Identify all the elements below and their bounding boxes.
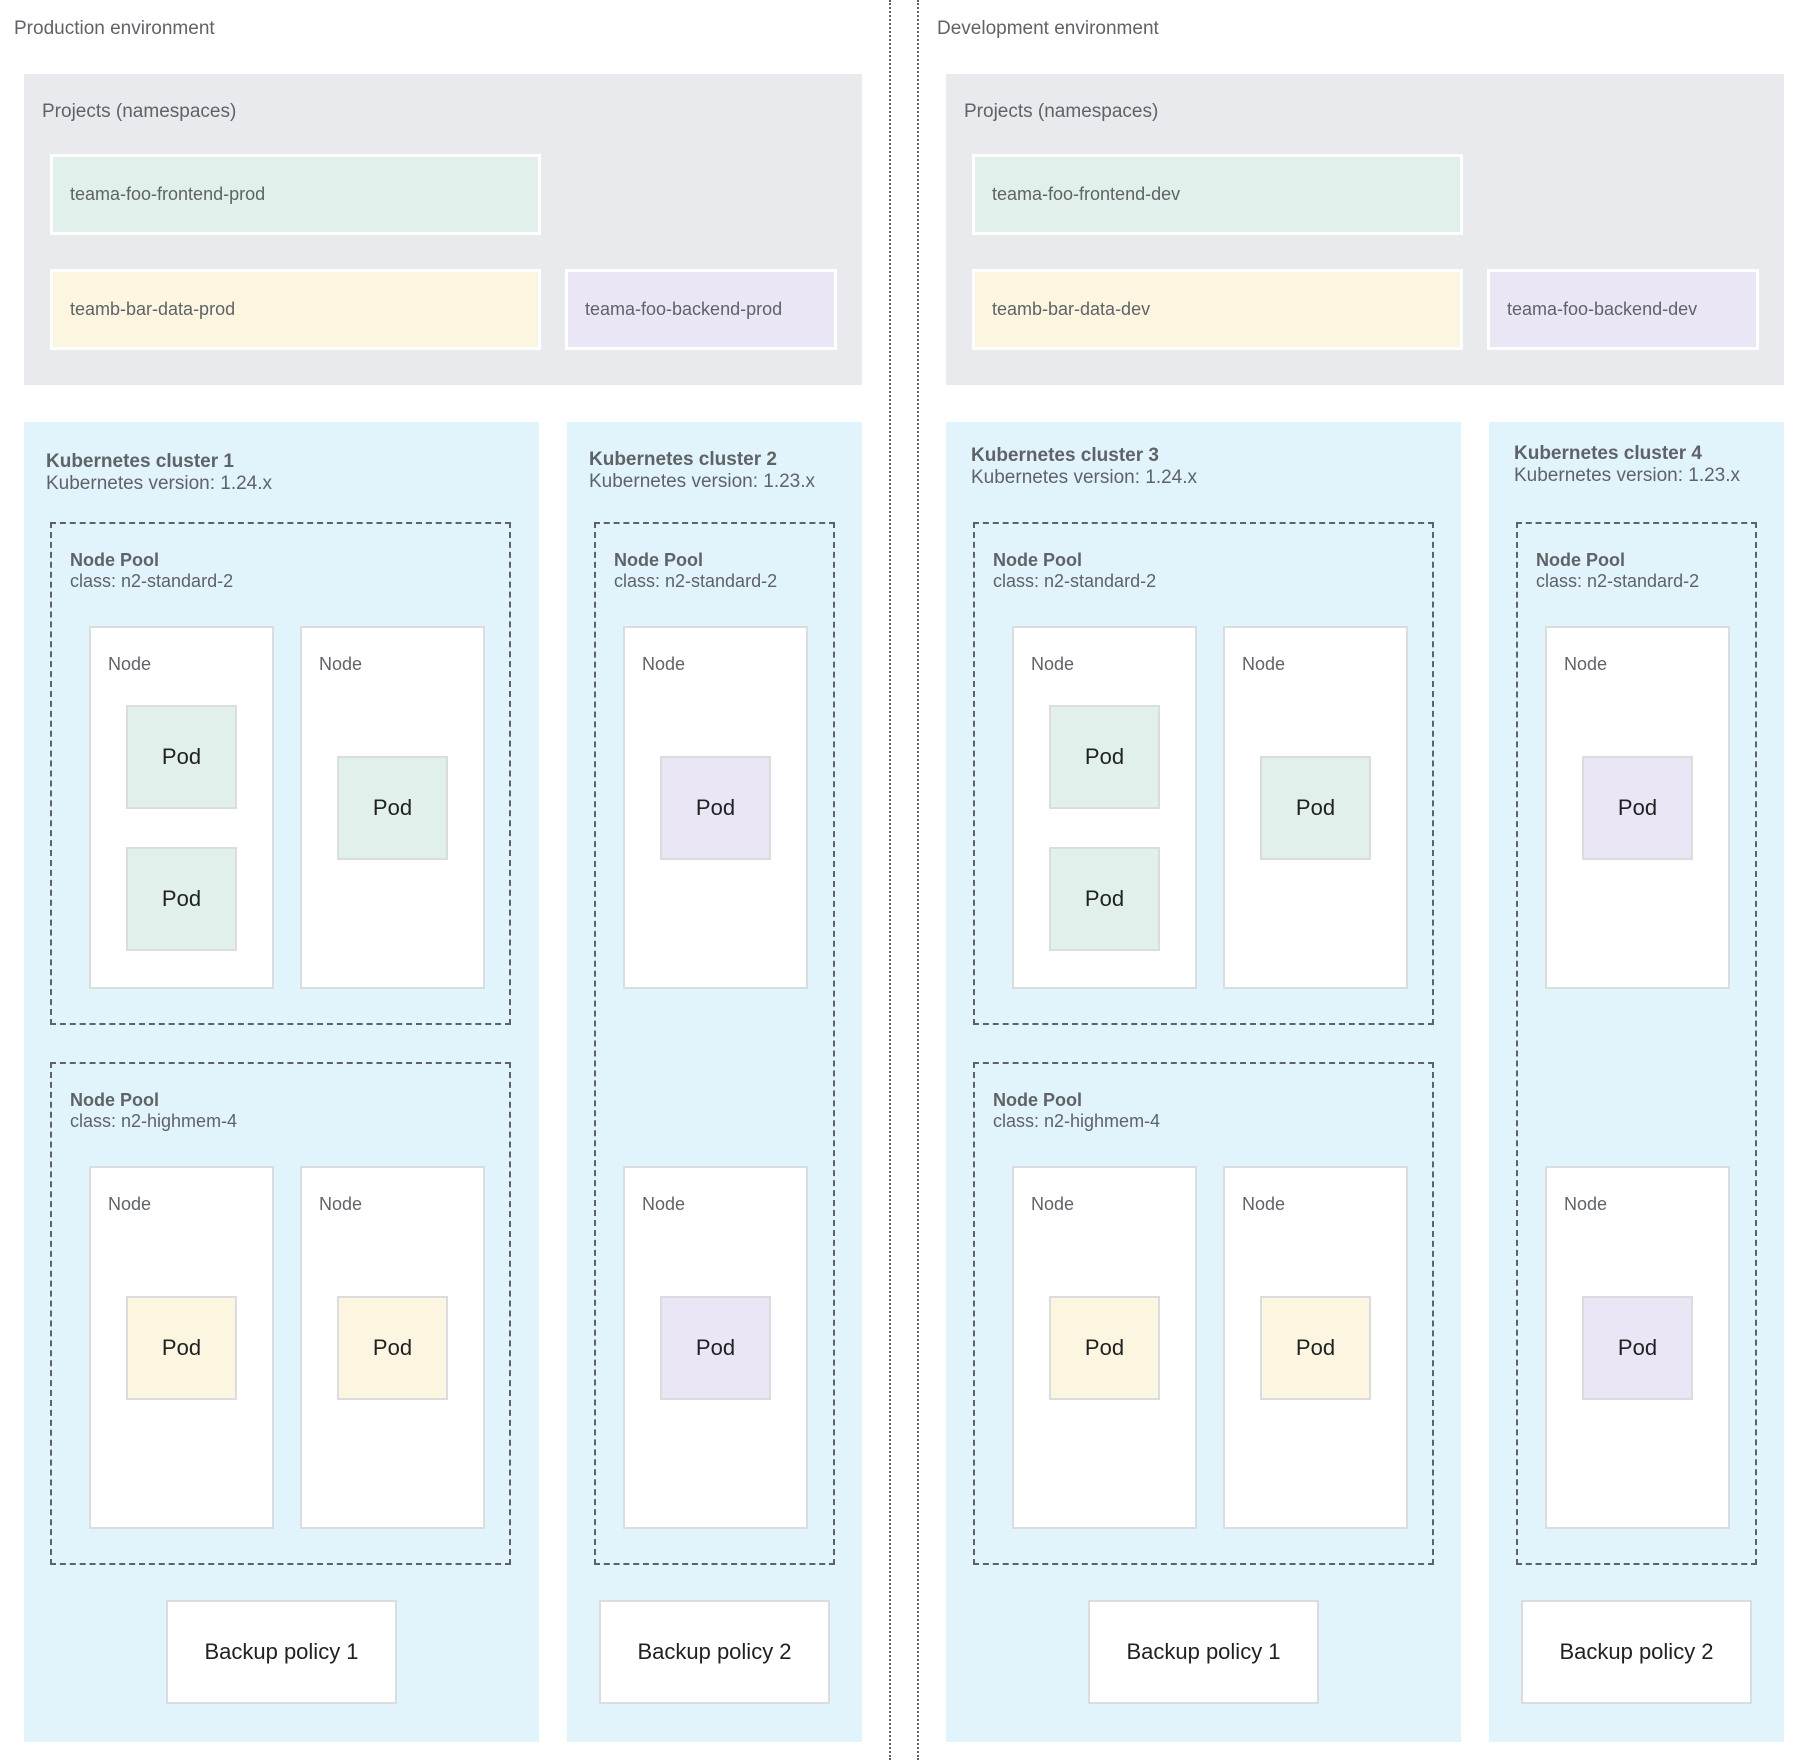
cluster-2: Kubernetes cluster 2 Kubernetes version:… xyxy=(567,422,862,1742)
node: Node Pod xyxy=(623,1166,808,1529)
cluster-title: Kubernetes cluster 2 xyxy=(589,449,777,470)
node-pool-title: Node Pool xyxy=(1536,550,1625,570)
node-pool-header: Node Pool class: n2-standard-2 xyxy=(993,550,1156,592)
backup-policy: Backup policy 2 xyxy=(1521,1600,1752,1704)
dev-projects-panel: Projects (namespaces) teama-foo-frontend… xyxy=(946,74,1784,385)
production-environment-label: Production environment xyxy=(14,18,215,39)
node-pool-highmem: Node Pool class: n2-highmem-4 Node Pod N… xyxy=(973,1062,1434,1565)
pod: Pod xyxy=(660,1296,771,1400)
node-pool-title: Node Pool xyxy=(70,1090,159,1110)
cluster-header: Kubernetes cluster 3 Kubernetes version:… xyxy=(971,445,1197,489)
backup-policy: Backup policy 1 xyxy=(166,1600,397,1704)
cluster-header: Kubernetes cluster 2 Kubernetes version:… xyxy=(589,449,815,493)
node-pool-title: Node Pool xyxy=(70,550,159,570)
pod: Pod xyxy=(126,705,237,809)
environment-separator-left xyxy=(889,0,891,1760)
pod: Pod xyxy=(337,756,448,860)
projects-title: Projects (namespaces) xyxy=(964,101,1159,122)
pod: Pod xyxy=(1260,756,1371,860)
cluster-4: Kubernetes cluster 4 Kubernetes version:… xyxy=(1489,422,1784,1742)
node-pool-class: class: n2-standard-2 xyxy=(614,571,778,591)
pod: Pod xyxy=(1049,847,1160,951)
namespace-frontend-dev: teama-foo-frontend-dev xyxy=(972,154,1463,235)
node: Node Pod Pod xyxy=(1012,626,1197,989)
pod: Pod xyxy=(660,756,771,860)
node-pool-class: class: n2-standard-2 xyxy=(1536,571,1700,591)
node-label: Node xyxy=(108,654,152,674)
namespace-backend-dev: teama-foo-backend-dev xyxy=(1487,269,1759,350)
node-pool-standard: Node Pool class: n2-standard-2 Node Pod … xyxy=(594,522,835,1565)
cluster-header: Kubernetes cluster 1 Kubernetes version:… xyxy=(46,451,272,495)
node-pool-standard: Node Pool class: n2-standard-2 Node Pod … xyxy=(973,522,1434,1025)
node-label: Node xyxy=(1242,1194,1286,1214)
pod: Pod xyxy=(1049,705,1160,809)
node-pool-highmem: Node Pool class: n2-highmem-4 Node Pod N… xyxy=(50,1062,511,1565)
namespace-frontend-prod: teama-foo-frontend-prod xyxy=(50,154,541,235)
node-label: Node xyxy=(1031,654,1075,674)
node-pool-header: Node Pool class: n2-standard-2 xyxy=(70,550,233,592)
node: Node Pod Pod xyxy=(89,626,274,989)
node-label: Node xyxy=(1564,1194,1608,1214)
node-pool-header: Node Pool class: n2-standard-2 xyxy=(614,550,777,592)
namespace-data-dev: teamb-bar-data-dev xyxy=(972,269,1463,350)
node: Node Pod xyxy=(1223,1166,1408,1529)
node-pool-standard: Node Pool class: n2-standard-2 Node Pod … xyxy=(50,522,511,1025)
cluster-version: Kubernetes version: 1.23.x xyxy=(1514,465,1741,486)
cluster-header: Kubernetes cluster 4 Kubernetes version:… xyxy=(1514,443,1740,487)
cluster-version: Kubernetes version: 1.24.x xyxy=(46,473,273,494)
pod: Pod xyxy=(1260,1296,1371,1400)
node-pool-class: class: n2-standard-2 xyxy=(70,571,234,591)
projects-title: Projects (namespaces) xyxy=(42,101,237,122)
node-pool-class: class: n2-highmem-4 xyxy=(70,1111,238,1131)
cluster-title: Kubernetes cluster 4 xyxy=(1514,443,1702,464)
prod-projects-panel: Projects (namespaces) teama-foo-frontend… xyxy=(24,74,862,385)
backup-policy: Backup policy 2 xyxy=(599,1600,830,1704)
node: Node Pod xyxy=(1545,626,1730,989)
node: Node Pod xyxy=(623,626,808,989)
node-pool-class: class: n2-standard-2 xyxy=(993,571,1157,591)
cluster-title: Kubernetes cluster 3 xyxy=(971,445,1159,466)
pod: Pod xyxy=(1049,1296,1160,1400)
node-pool-header: Node Pool class: n2-highmem-4 xyxy=(993,1090,1160,1132)
pod: Pod xyxy=(1582,756,1693,860)
pod: Pod xyxy=(337,1296,448,1400)
node: Node Pod xyxy=(300,1166,485,1529)
node: Node Pod xyxy=(1545,1166,1730,1529)
node-label: Node xyxy=(108,1194,152,1214)
cluster-3: Kubernetes cluster 3 Kubernetes version:… xyxy=(946,422,1461,1742)
node-label: Node xyxy=(642,654,686,674)
node-pool-header: Node Pool class: n2-highmem-4 xyxy=(70,1090,237,1132)
pod: Pod xyxy=(126,847,237,951)
backup-policy: Backup policy 1 xyxy=(1088,1600,1319,1704)
cluster-1: Kubernetes cluster 1 Kubernetes version:… xyxy=(24,422,539,1742)
node-label: Node xyxy=(319,654,363,674)
node: Node Pod xyxy=(89,1166,274,1529)
cluster-version: Kubernetes version: 1.24.x xyxy=(971,467,1198,488)
node-pool-header: Node Pool class: n2-standard-2 xyxy=(1536,550,1699,592)
pod: Pod xyxy=(1582,1296,1693,1400)
cluster-version: Kubernetes version: 1.23.x xyxy=(589,471,816,492)
node-label: Node xyxy=(319,1194,363,1214)
node-pool-title: Node Pool xyxy=(614,550,703,570)
development-environment-label: Development environment xyxy=(937,18,1159,39)
cluster-title: Kubernetes cluster 1 xyxy=(46,451,234,472)
node: Node Pod xyxy=(1012,1166,1197,1529)
node-pool-class: class: n2-highmem-4 xyxy=(993,1111,1161,1131)
node-pool-title: Node Pool xyxy=(993,550,1082,570)
node-label: Node xyxy=(642,1194,686,1214)
node-label: Node xyxy=(1564,654,1608,674)
namespace-backend-prod: teama-foo-backend-prod xyxy=(565,269,837,350)
node-label: Node xyxy=(1031,1194,1075,1214)
node-pool-standard: Node Pool class: n2-standard-2 Node Pod … xyxy=(1516,522,1757,1565)
node: Node Pod xyxy=(1223,626,1408,989)
node: Node Pod xyxy=(300,626,485,989)
node-label: Node xyxy=(1242,654,1286,674)
pod: Pod xyxy=(126,1296,237,1400)
namespace-data-prod: teamb-bar-data-prod xyxy=(50,269,541,350)
node-pool-title: Node Pool xyxy=(993,1090,1082,1110)
environment-separator-right xyxy=(917,0,919,1760)
